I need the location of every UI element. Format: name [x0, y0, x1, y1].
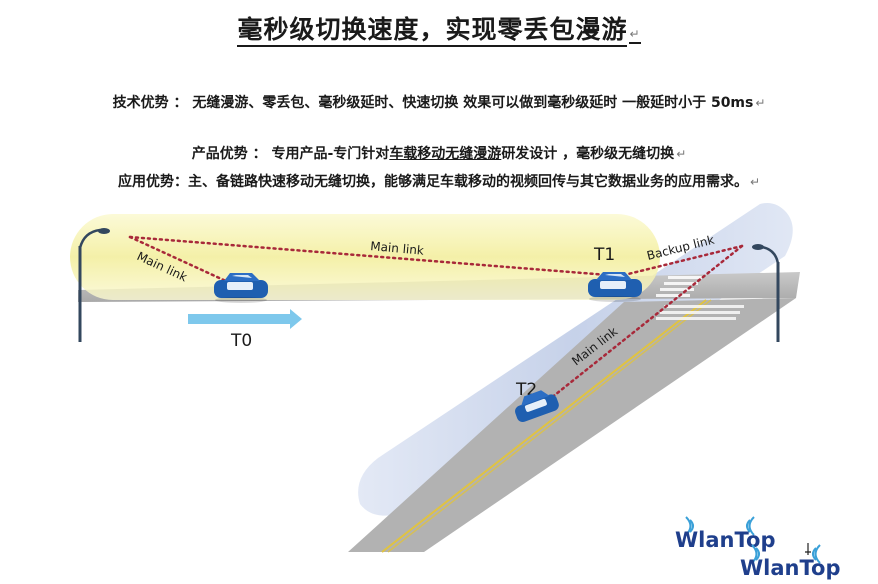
product-advantage-text-b: 研发设计 ，毫秒级无缝切换	[501, 146, 675, 162]
street-lamp-right	[752, 244, 780, 342]
main-link-diagonal-line	[534, 244, 744, 412]
application-advantage-label: 应用优势：	[117, 174, 188, 190]
road-center-line	[381, 299, 707, 553]
car-icon-t0	[214, 273, 268, 303]
wlantop-logo-b-text: WlanTop	[740, 556, 840, 580]
application-advantage-line: 应用优势：主、备链路快速移动无缝切换，能够满足车载移动的视频回传与其它数据业务的…	[0, 171, 878, 191]
backup-link-line	[610, 244, 744, 280]
product-advantage-text-a: 专用产品-专门针对	[271, 146, 390, 162]
crosswalk-upper	[656, 276, 702, 297]
t1-label: T1	[593, 245, 615, 265]
return-mark-icon: ↵	[676, 147, 687, 161]
main-link-top-line	[128, 235, 610, 277]
cursor-icon	[805, 543, 811, 555]
wlantop-logo-a: WlanTop	[675, 516, 775, 552]
return-mark-icon: ↵	[749, 175, 761, 189]
product-advantage-label: 产品优势 ：	[191, 146, 267, 162]
product-advantage-highlight: 车载移动无缝漫游	[389, 146, 502, 162]
application-advantage-text: 主、备链路快速移动无缝切换，能够满足车载移动的视频回传与其它数据业务的应用需求。	[187, 174, 748, 190]
car-icon-t1	[588, 272, 642, 302]
t0-label: T0	[230, 331, 252, 351]
return-mark-icon: ↵	[629, 27, 641, 44]
product-advantage-line: 产品优势 ： 专用产品-专门针对车载移动无缝漫游研发设计 ，毫秒级无缝切换↵	[0, 143, 878, 163]
tech-advantage-text: 无缝漫游、零丢包、毫秒级延时、快速切换 效果可以做到毫秒级延时 一般延时小于 5…	[192, 95, 754, 111]
street-lamp-left	[78, 228, 110, 342]
main-link-top-label: Main link	[370, 239, 425, 258]
tech-advantage-label: 技术优势 ：	[112, 95, 188, 111]
car-icon-t2	[515, 390, 559, 423]
wlantop-logo-b: WlanTop	[740, 544, 840, 580]
diagonal-road	[348, 298, 796, 552]
page-title-text: 毫秒级切换速度，实现零丢包漫游	[237, 15, 628, 47]
tech-advantage-line: 技术优势 ： 无缝漫游、零丢包、毫秒级延时、快速切换 效果可以做到毫秒级延时 一…	[0, 92, 878, 112]
road-center-line	[387, 299, 712, 553]
direction-arrow-icon	[188, 309, 302, 329]
crosswalk-lower	[656, 305, 744, 320]
wlantop-logo-a-text: WlanTop	[675, 528, 775, 552]
main-link-left-line	[128, 235, 230, 284]
return-mark-icon: ↵	[755, 96, 766, 110]
page-title: 毫秒级切换速度，实现零丢包漫游↵	[0, 10, 878, 47]
